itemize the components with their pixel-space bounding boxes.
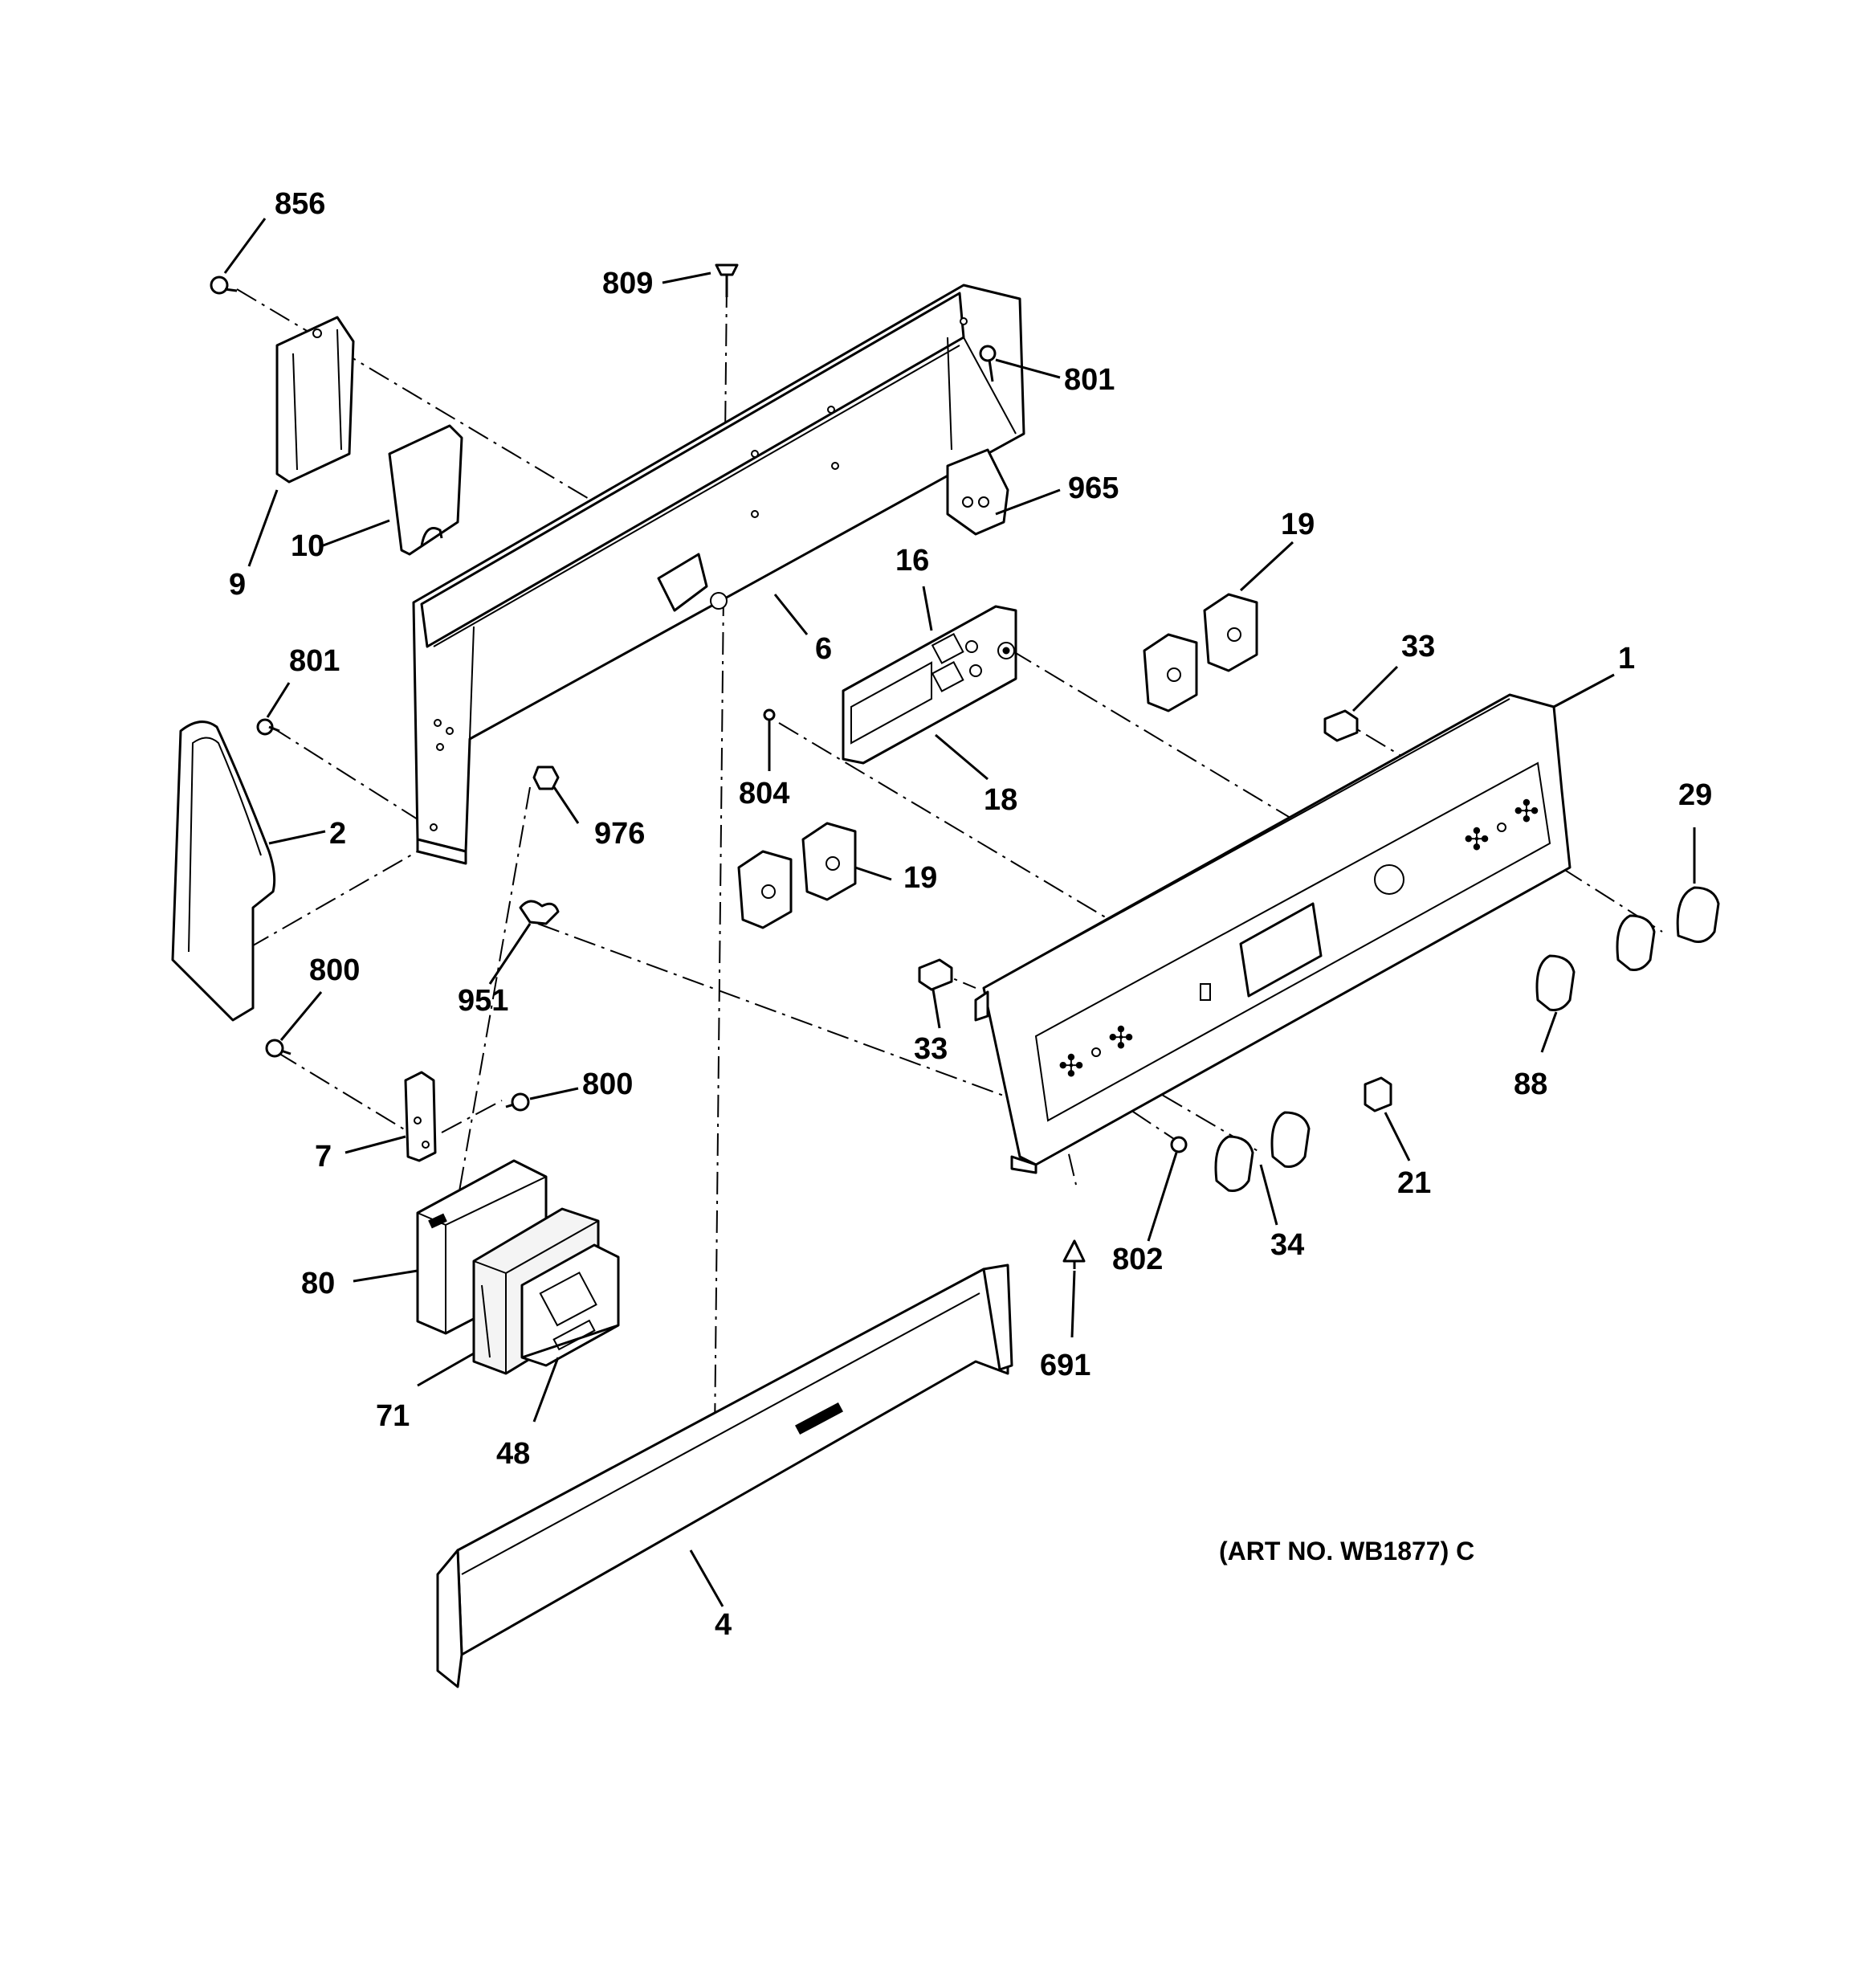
screw-part-801-lower bbox=[256, 718, 280, 736]
end-cap-part-2 bbox=[171, 720, 276, 1022]
bracket-part-10 bbox=[388, 424, 463, 556]
label-48: 48 bbox=[496, 1437, 530, 1471]
screw-part-801-upper bbox=[979, 345, 997, 382]
label-88: 88 bbox=[1514, 1067, 1547, 1101]
label-9: 9 bbox=[229, 568, 246, 602]
label-7: 7 bbox=[315, 1140, 332, 1174]
switch-part-33-lower bbox=[918, 958, 953, 991]
leader-lines bbox=[223, 218, 1696, 1607]
screw-part-800-lower bbox=[505, 1092, 530, 1112]
label-21: 21 bbox=[1397, 1166, 1431, 1200]
label-804: 804 bbox=[739, 777, 789, 810]
bracket-part-9 bbox=[275, 316, 355, 484]
nut-part-976 bbox=[532, 765, 560, 790]
knob-part-34-a bbox=[1214, 1135, 1254, 1192]
label-6: 6 bbox=[815, 632, 832, 666]
control-panel-part-1: ✣ ✣ ✣ ✣ bbox=[974, 693, 1572, 1174]
clip-part-951 bbox=[519, 900, 560, 925]
art-number-label: (ART NO. WB1877) C bbox=[1219, 1537, 1474, 1565]
bracket-part-7 bbox=[404, 1071, 437, 1162]
label-951: 951 bbox=[458, 984, 508, 1018]
label-801-upper: 801 bbox=[1064, 363, 1115, 397]
label-801-lower: 801 bbox=[289, 644, 340, 678]
knob-part-34-b bbox=[1270, 1111, 1311, 1168]
switch-part-21 bbox=[1364, 1076, 1392, 1112]
label-16: 16 bbox=[895, 544, 929, 578]
knob-part-29-b bbox=[1616, 914, 1656, 971]
label-80: 80 bbox=[301, 1267, 335, 1300]
svg-text:✣: ✣ bbox=[1464, 823, 1490, 857]
label-2: 2 bbox=[329, 817, 346, 851]
knob-part-29 bbox=[1676, 886, 1720, 943]
label-691: 691 bbox=[1040, 1349, 1090, 1382]
label-19-upper: 19 bbox=[1281, 508, 1315, 541]
screw-part-856 bbox=[210, 276, 238, 295]
switch-part-19-lower-a bbox=[737, 850, 793, 929]
label-29: 29 bbox=[1678, 778, 1712, 812]
label-800-lower: 800 bbox=[582, 1067, 633, 1101]
label-856: 856 bbox=[275, 187, 325, 221]
svg-text:✣: ✣ bbox=[1108, 1022, 1134, 1055]
label-4: 4 bbox=[715, 1608, 732, 1642]
switch-part-19-upper-a bbox=[1143, 633, 1198, 712]
svg-text:✣: ✣ bbox=[1514, 795, 1539, 829]
label-33-lower: 33 bbox=[914, 1032, 948, 1066]
screw-part-804 bbox=[763, 708, 776, 721]
label-1: 1 bbox=[1618, 642, 1635, 676]
label-34: 34 bbox=[1270, 1228, 1304, 1262]
knob-part-88 bbox=[1535, 954, 1576, 1011]
switch-part-33-upper bbox=[1323, 709, 1359, 742]
burner-symbols: ✣ ✣ ✣ ✣ bbox=[1058, 795, 1539, 1084]
label-33-upper: 33 bbox=[1401, 630, 1435, 663]
part-labels: 856 809 801 965 9 10 6 16 19 33 1 801 2 … bbox=[229, 187, 1712, 1642]
backguard-frame-part-6 bbox=[412, 284, 1025, 865]
label-10: 10 bbox=[291, 529, 324, 563]
screw-part-691 bbox=[1062, 1239, 1086, 1269]
switch-part-19-upper-b bbox=[1203, 593, 1258, 672]
screw-part-800-upper bbox=[265, 1039, 291, 1058]
trim-panel-part-4 bbox=[436, 1263, 1013, 1688]
screw-part-802 bbox=[1170, 1136, 1188, 1153]
label-965: 965 bbox=[1068, 471, 1119, 505]
component-part-48 bbox=[520, 1243, 620, 1367]
switch-part-19-lower-b bbox=[801, 822, 857, 901]
screw-part-809 bbox=[715, 263, 739, 297]
label-976: 976 bbox=[594, 817, 645, 851]
label-800-upper: 800 bbox=[309, 953, 360, 987]
label-802: 802 bbox=[1112, 1243, 1163, 1276]
assembly-lines bbox=[236, 284, 1663, 1439]
label-71: 71 bbox=[376, 1399, 410, 1433]
label-19-lower: 19 bbox=[903, 861, 937, 895]
svg-text:✣: ✣ bbox=[1058, 1050, 1084, 1084]
label-18: 18 bbox=[984, 783, 1017, 817]
control-board-part-16 bbox=[842, 605, 1017, 765]
label-809: 809 bbox=[602, 267, 653, 300]
